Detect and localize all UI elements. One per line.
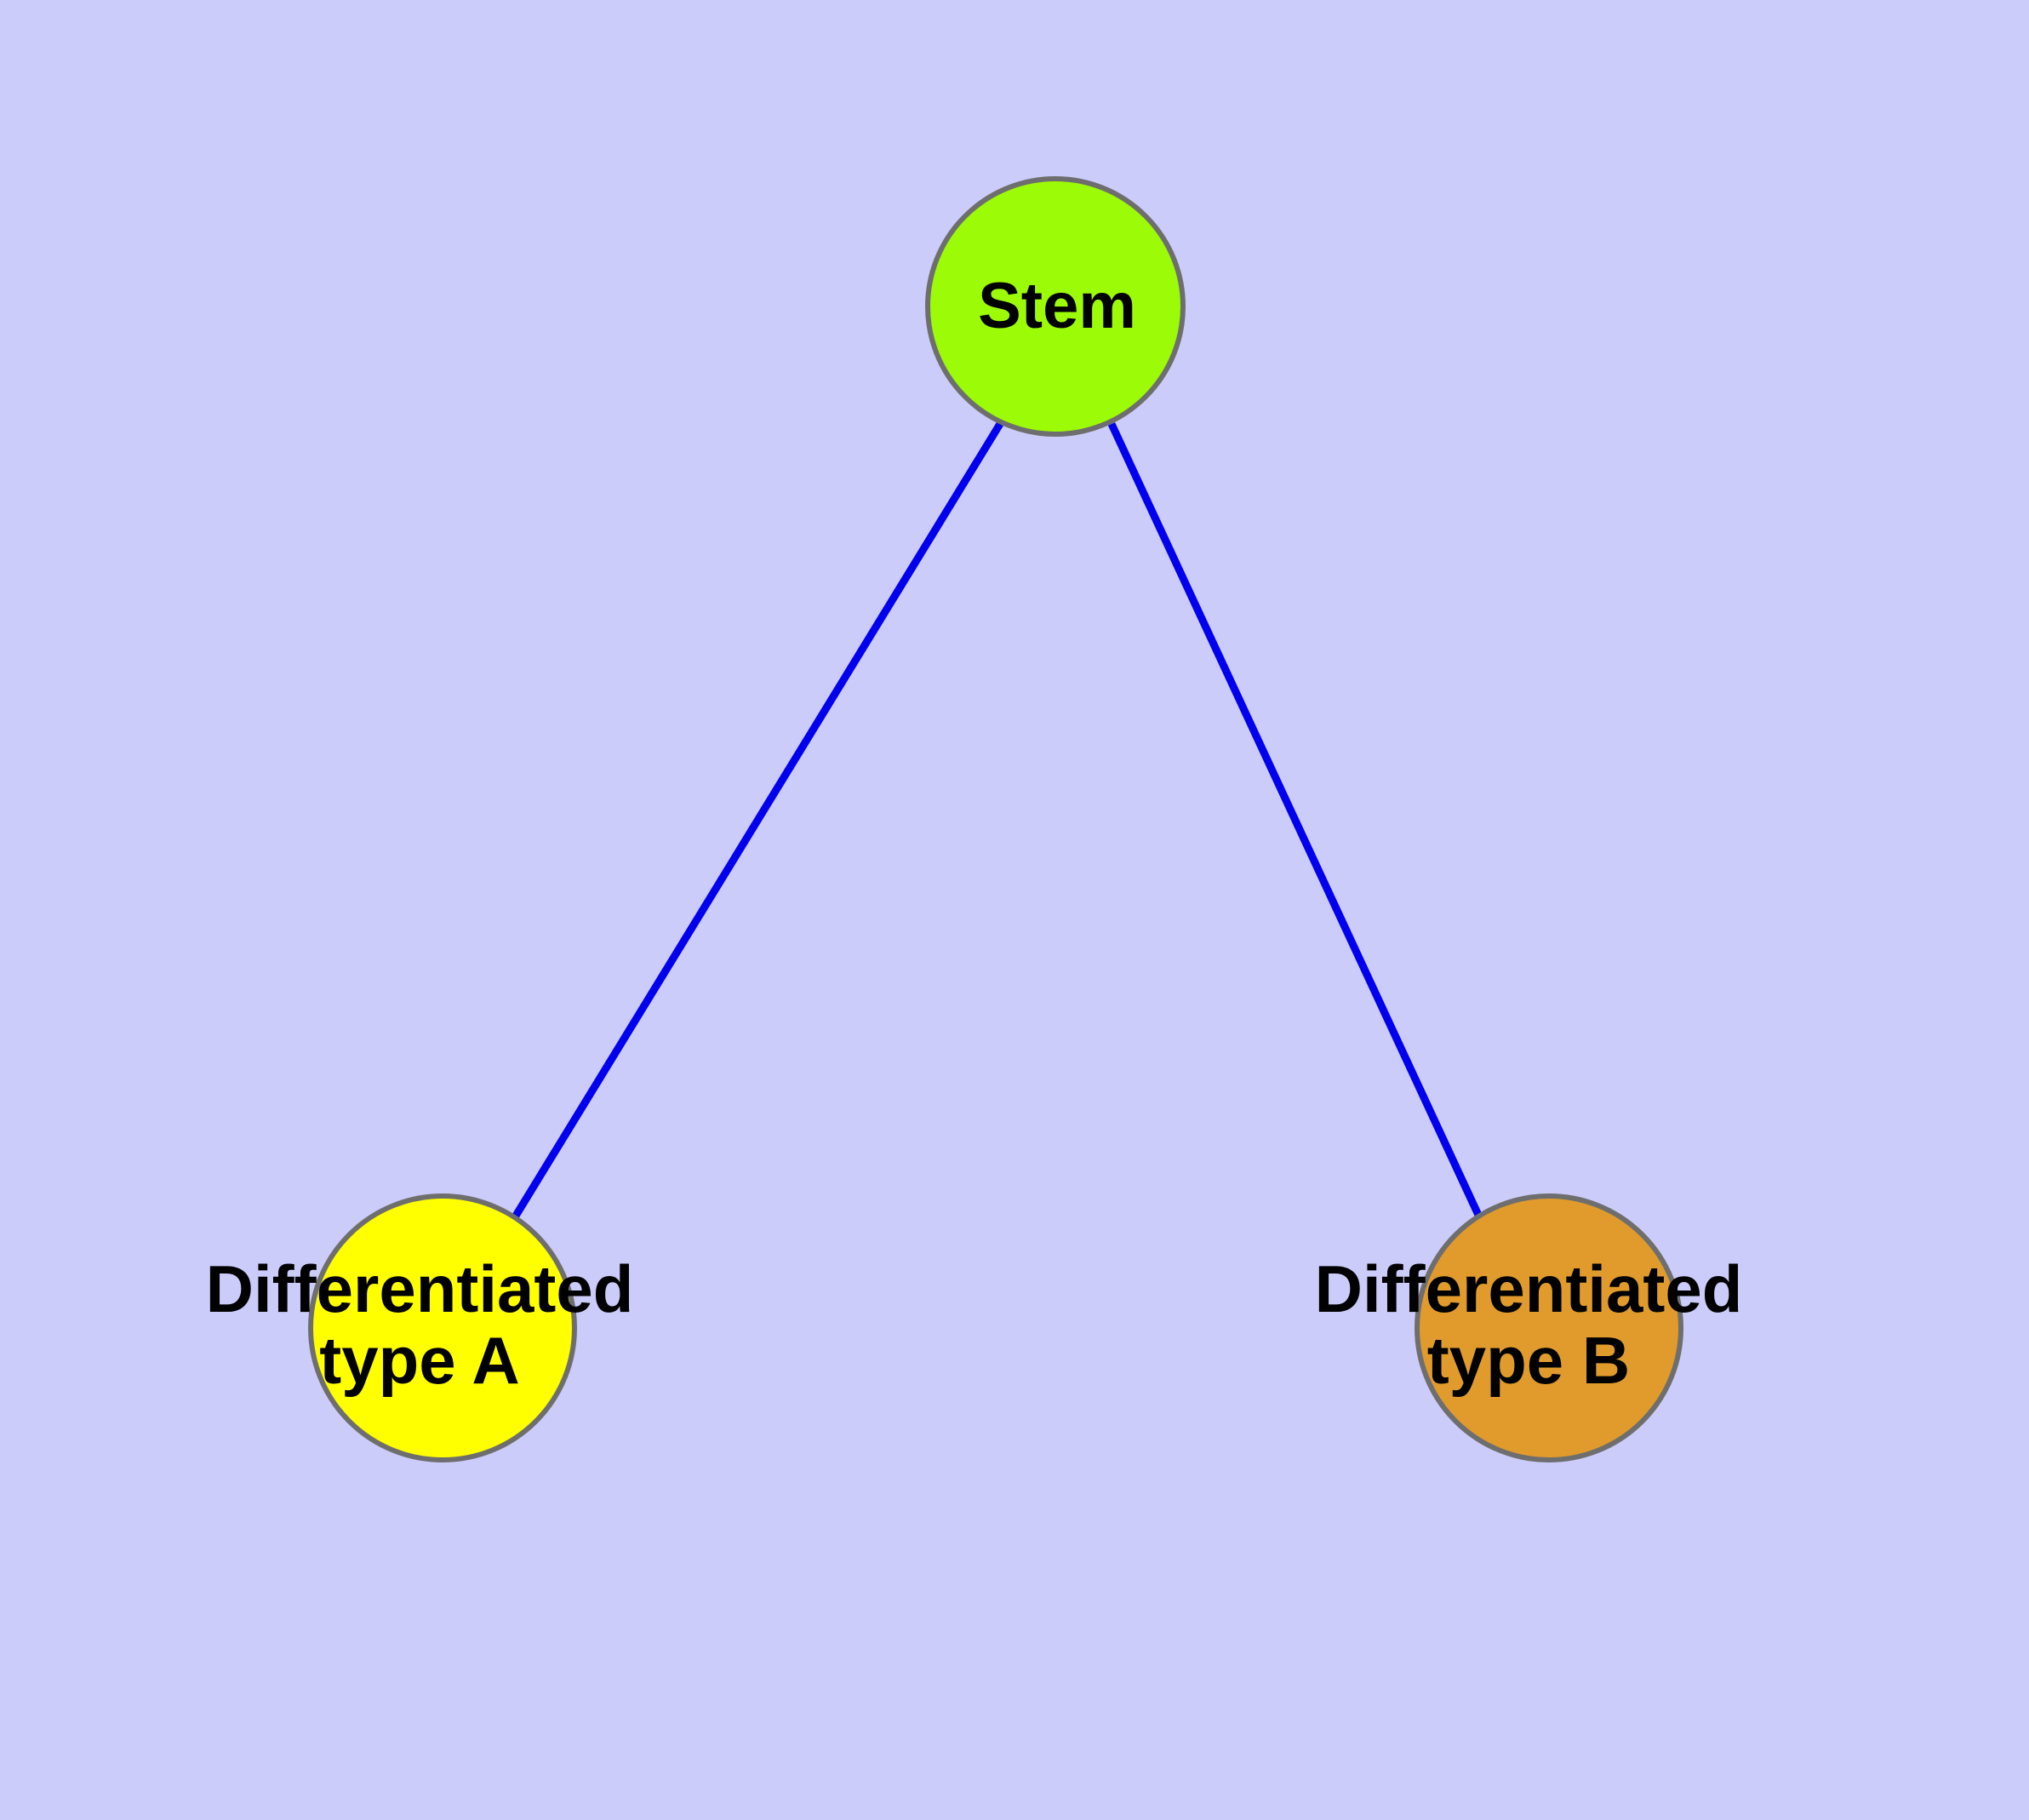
edges-group [507, 421, 1487, 1227]
nodes-group [308, 176, 1683, 1462]
edge-stem-to-type-a [507, 421, 1003, 1227]
node-circle-type-b[interactable] [1415, 1193, 1683, 1462]
node-circle-type-a[interactable] [308, 1193, 577, 1462]
edge-stem-to-type-b [1107, 422, 1487, 1226]
node-circle-stem[interactable] [925, 176, 1186, 437]
